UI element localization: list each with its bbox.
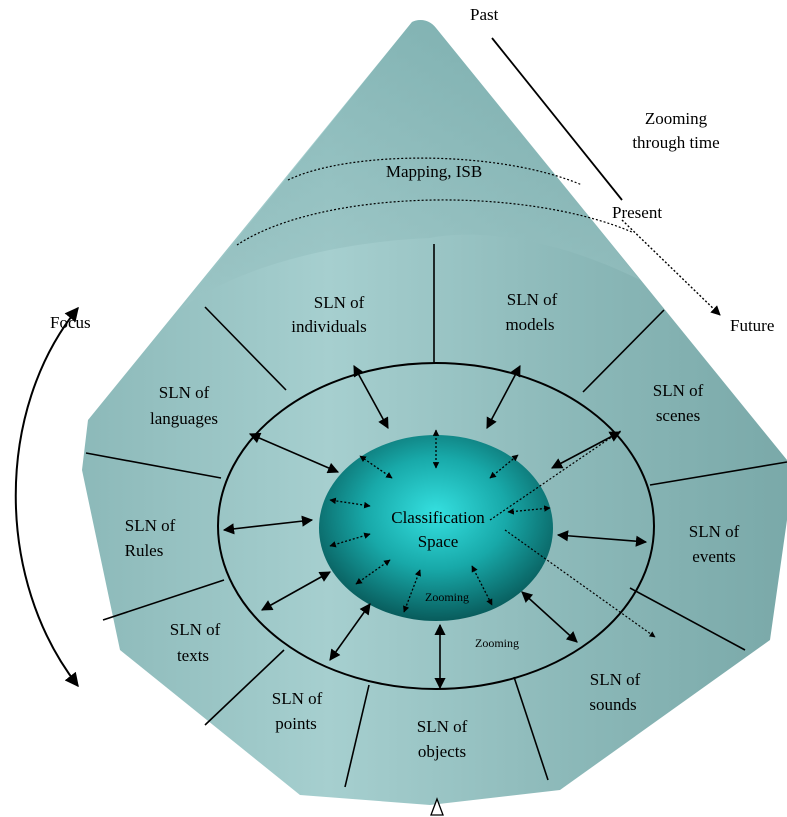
zooming-outer-label: Zooming	[475, 636, 519, 650]
sector-rules-line1: SLN of	[125, 516, 176, 535]
cone-band-label: Mapping, ISB	[386, 162, 482, 181]
sector-models-line1: SLN of	[507, 290, 558, 309]
past-present-line	[491, 37, 623, 201]
zooming-inner-label: Zooming	[425, 590, 469, 604]
center-label-line2: Space	[418, 532, 459, 551]
center-label-line1: Classification	[391, 508, 485, 527]
present-future-arrow	[621, 219, 721, 316]
sector-dividers	[85, 244, 787, 788]
scenes-leader	[489, 429, 623, 521]
sector-individuals-line2: individuals	[291, 317, 367, 336]
sector-sounds-line2: sounds	[589, 695, 636, 714]
sector-languages-line1: SLN of	[159, 383, 210, 402]
sector-events-line1: SLN of	[689, 522, 740, 541]
viewer-marker	[430, 797, 444, 816]
sector-languages-line2: languages	[150, 409, 218, 428]
sector-rules-line2: Rules	[125, 541, 164, 560]
sector-texts-line2: texts	[177, 646, 209, 665]
future-label: Future	[730, 316, 774, 335]
sector-objects-line1: SLN of	[417, 717, 468, 736]
sector-scenes-line2: scenes	[656, 406, 700, 425]
sector-sounds-line1: SLN of	[590, 670, 641, 689]
sector-points-line1: SLN of	[272, 689, 323, 708]
past-label: Past	[470, 5, 499, 24]
focus-label: Focus	[50, 313, 91, 332]
present-label: Present	[612, 203, 662, 222]
sector-points-line2: points	[275, 714, 317, 733]
dotted-arrows	[329, 429, 551, 613]
sector-events-line2: events	[692, 547, 735, 566]
band-line-lower	[236, 199, 633, 246]
zooming-through-time-line2: through time	[632, 133, 719, 152]
sector-individuals-line1: SLN of	[314, 293, 365, 312]
sector-objects-line2: objects	[418, 742, 466, 761]
sector-labels: SLN of individuals SLN of models SLN of …	[125, 290, 740, 761]
cone-body	[82, 20, 787, 805]
focus-arrow	[14, 306, 79, 688]
sounds-leader	[504, 529, 656, 638]
sector-texts-line1: SLN of	[170, 620, 221, 639]
sector-scenes-line1: SLN of	[653, 381, 704, 400]
solid-arrows	[222, 365, 648, 690]
sector-models-line2: models	[505, 315, 554, 334]
zooming-through-time-line1: Zooming	[645, 109, 708, 128]
